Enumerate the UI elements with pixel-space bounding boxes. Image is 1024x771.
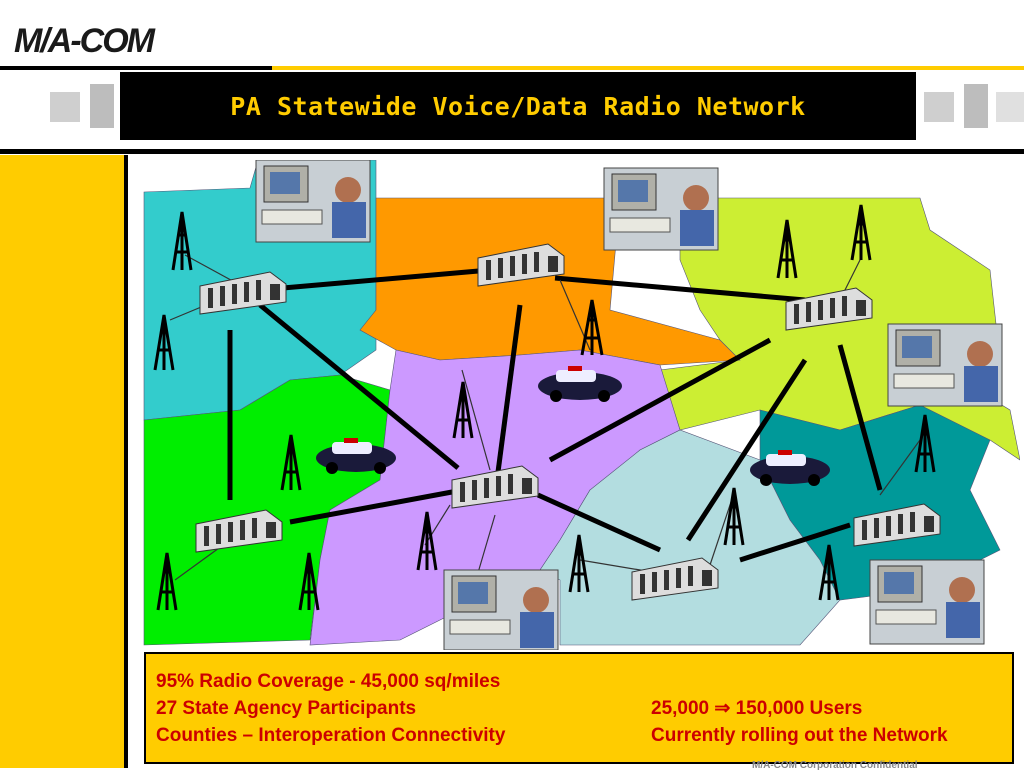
radio-tower-icon [416, 511, 438, 571]
radio-tower-icon [914, 414, 936, 473]
title-bar: PA Statewide Voice/Data Radio Network [120, 72, 916, 140]
pa-network-map [143, 160, 1020, 650]
header-decor [0, 66, 1024, 128]
radio-tower-icon [776, 219, 798, 279]
base-station-icon [785, 287, 873, 331]
radio-towers [153, 204, 936, 611]
dispatcher-workstation-icon [887, 323, 1003, 407]
dispatcher-workstation-icon [869, 559, 985, 645]
svg-text:M/A-COM: M/A-COM [14, 22, 156, 60]
radio-tower-icon [153, 314, 175, 371]
base-station-icon [631, 557, 719, 601]
page-title: PA Statewide Voice/Data Radio Network [230, 91, 806, 121]
radio-tower-icon [280, 434, 302, 491]
dispatch-consoles [255, 160, 1003, 650]
base-station-icon [451, 465, 539, 509]
base-station-icon [199, 271, 287, 315]
radio-tower-icon [723, 487, 745, 546]
radio-tower-icon [818, 544, 840, 601]
radio-tower-icon [850, 204, 872, 261]
radio-tower-icon [156, 552, 178, 611]
dispatcher-workstation-icon [443, 569, 559, 650]
base-station-icon [853, 503, 941, 547]
divider [0, 149, 1024, 154]
info-row: Counties – Interoperation Connectivity C… [156, 722, 1002, 749]
base-stations [195, 243, 941, 601]
participants-text: 27 State Agency Participants [156, 698, 417, 719]
radio-tower-icon [298, 552, 320, 611]
radio-tower-icon [580, 299, 604, 356]
police-car-icon [538, 366, 622, 402]
base-station-icon [477, 243, 565, 287]
rollout-text: Currently rolling out the Network [651, 725, 948, 746]
dispatcher-workstation-icon [255, 160, 371, 243]
dispatcher-workstation-icon [603, 167, 719, 251]
radio-tower-icon [568, 534, 590, 593]
info-row: 95% Radio Coverage - 45,000 sq/miles [156, 668, 1002, 695]
left-accent-band [0, 155, 128, 768]
footer-confidential: M/A-COM Corporation Confidential [752, 760, 918, 771]
network-links [227, 267, 883, 563]
macom-logo: M/A-COM [14, 22, 158, 60]
counties-text: Counties – Interoperation Connectivity [156, 725, 506, 746]
base-station-icon [195, 509, 283, 553]
police-cars [316, 366, 830, 486]
police-car-icon [316, 438, 396, 474]
info-box: 95% Radio Coverage - 45,000 sq/miles 27 … [144, 652, 1014, 764]
coverage-text: 95% Radio Coverage - 45,000 sq/miles [156, 671, 501, 692]
radio-tower-icon [452, 381, 474, 439]
police-car-icon [750, 450, 830, 486]
users-text: 25,000 ⇒ 150,000 Users [651, 698, 863, 719]
radio-tower-icon [171, 211, 193, 271]
info-row: 27 State Agency Participants 25,000 ⇒ 15… [156, 695, 1002, 722]
